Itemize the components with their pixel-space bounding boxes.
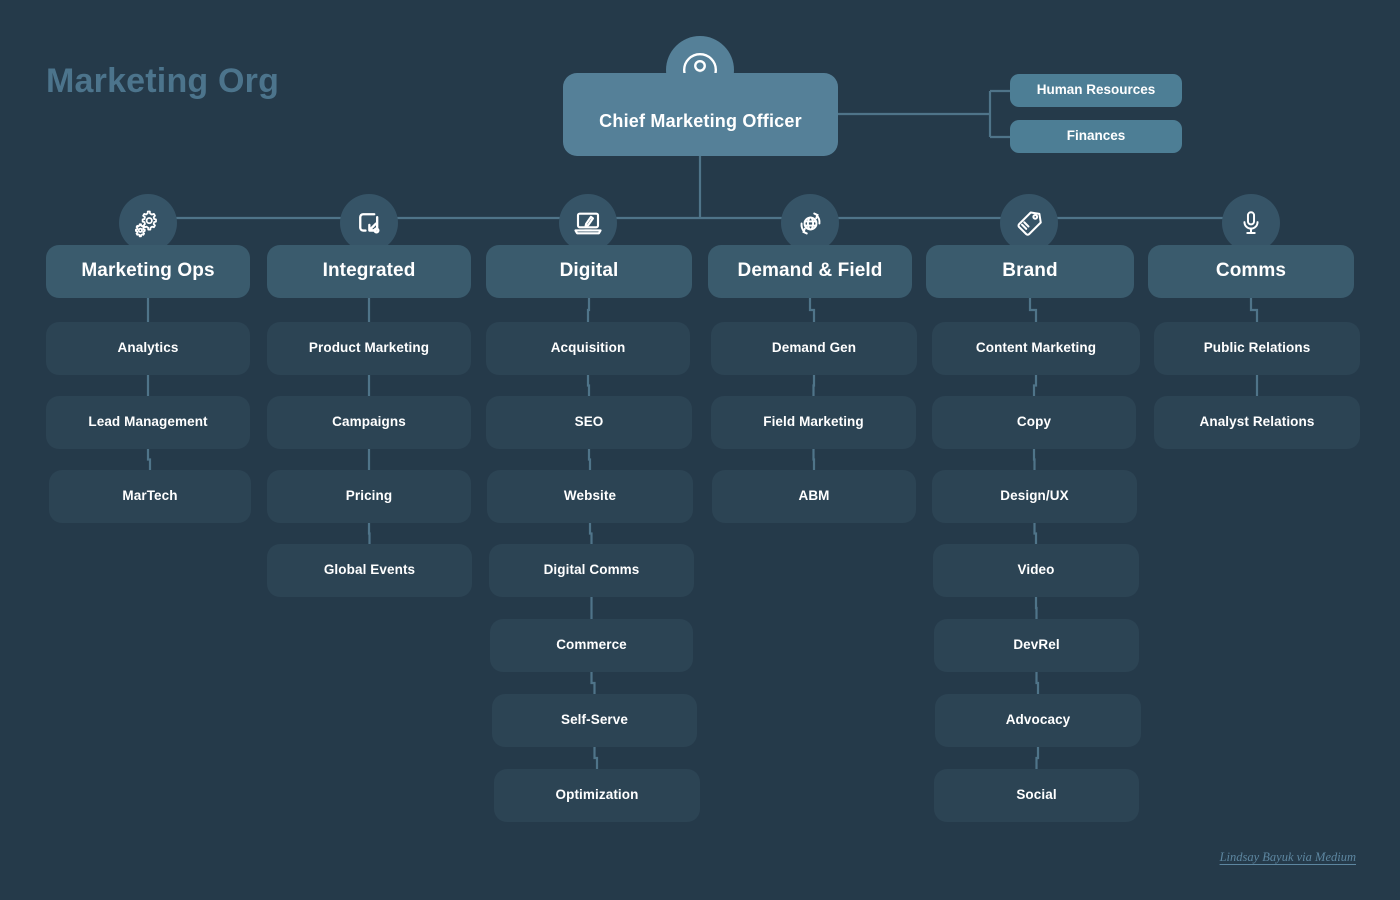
subitem-node-acquisition[interactable]: Acquisition (486, 322, 690, 375)
globe-refresh-icon (781, 194, 839, 252)
integration-arrow-icon (340, 194, 398, 252)
microphone-icon (1222, 194, 1280, 252)
subitem-node-website[interactable]: Website (487, 470, 693, 523)
subitem-node-commerce[interactable]: Commerce (490, 619, 693, 672)
subitem-node-martech[interactable]: MarTech (49, 470, 251, 523)
gears-icon (119, 194, 177, 252)
subitem-node-analytics[interactable]: Analytics (46, 322, 250, 375)
subitem-node-analyst-relations[interactable]: Analyst Relations (1154, 396, 1360, 449)
subitem-node-advocacy[interactable]: Advocacy (935, 694, 1141, 747)
subitem-node-abm[interactable]: ABM (712, 470, 916, 523)
department-node-marketing-ops[interactable]: Marketing Ops (46, 245, 250, 298)
credit-text: Lindsay Bayuk via Medium (1219, 850, 1356, 864)
subitem-node-pricing[interactable]: Pricing (267, 470, 471, 523)
department-node-comms[interactable]: Comms (1148, 245, 1354, 298)
subitem-node-social[interactable]: Social (934, 769, 1139, 822)
executive-node[interactable]: Chief Marketing Officer (563, 73, 838, 156)
subitem-node-copy[interactable]: Copy (932, 396, 1136, 449)
subitem-node-devrel[interactable]: DevRel (934, 619, 1139, 672)
staff-node-human-resources[interactable]: Human Resources (1010, 74, 1182, 107)
subitem-node-design-ux[interactable]: Design/UX (932, 470, 1137, 523)
subitem-node-optimization[interactable]: Optimization (494, 769, 700, 822)
subitem-node-field-marketing[interactable]: Field Marketing (711, 396, 916, 449)
subitem-node-self-serve[interactable]: Self-Serve (492, 694, 697, 747)
price-tag-icon (1000, 194, 1058, 252)
subitem-node-seo[interactable]: SEO (486, 396, 692, 449)
subitem-node-lead-management[interactable]: Lead Management (46, 396, 250, 449)
department-node-demand-field[interactable]: Demand & Field (708, 245, 912, 298)
laptop-icon (559, 194, 617, 252)
subitem-node-demand-gen[interactable]: Demand Gen (711, 322, 917, 375)
department-node-integrated[interactable]: Integrated (267, 245, 471, 298)
staff-node-finances[interactable]: Finances (1010, 120, 1182, 153)
subitem-node-digital-comms[interactable]: Digital Comms (489, 544, 694, 597)
subitem-node-global-events[interactable]: Global Events (267, 544, 472, 597)
department-node-brand[interactable]: Brand (926, 245, 1134, 298)
subitem-node-content-marketing[interactable]: Content Marketing (932, 322, 1140, 375)
subitem-node-campaigns[interactable]: Campaigns (267, 396, 471, 449)
subitem-node-product-marketing[interactable]: Product Marketing (267, 322, 471, 375)
department-node-digital[interactable]: Digital (486, 245, 692, 298)
subitem-node-public-relations[interactable]: Public Relations (1154, 322, 1360, 375)
page-title: Marketing Org (46, 62, 280, 100)
subitem-node-video[interactable]: Video (933, 544, 1139, 597)
